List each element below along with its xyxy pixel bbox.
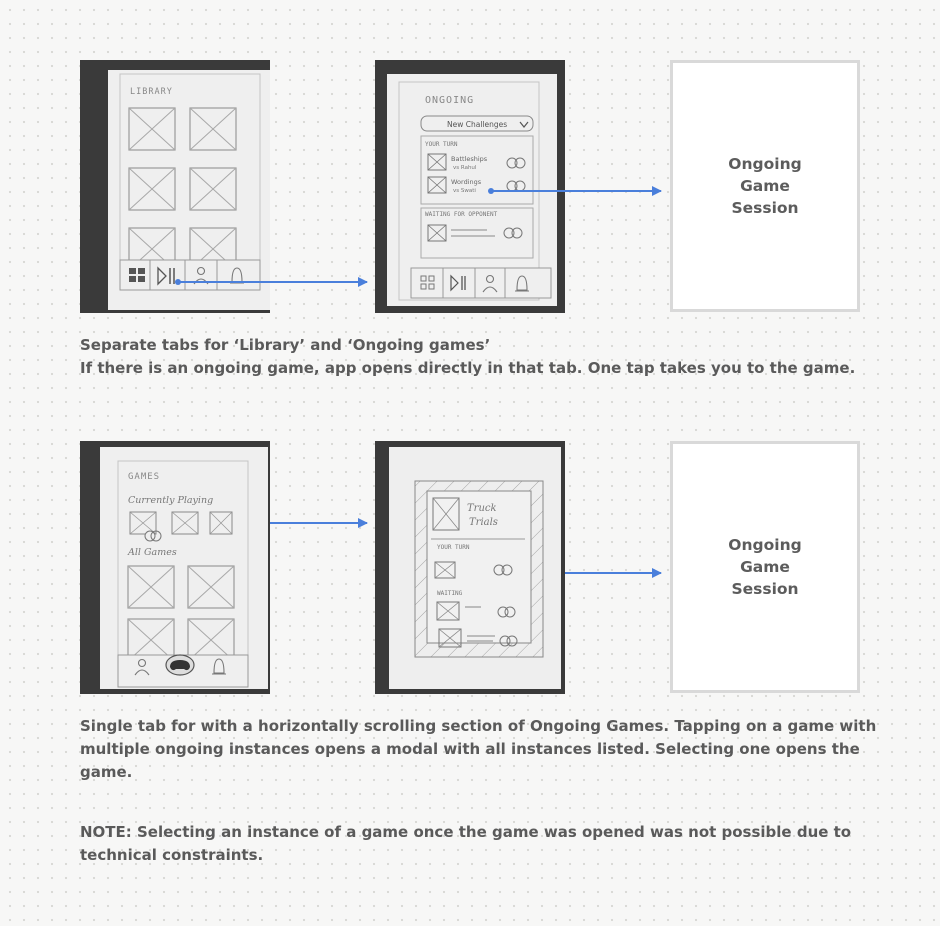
library-title: LIBRARY [130, 87, 173, 97]
all-games-label: All Games [127, 547, 177, 558]
bell-tab-icon [515, 275, 529, 292]
library-tab-icon [129, 268, 145, 282]
ongoing-sketch-photo: ONGOING New Challenges YOUR TURN Battles… [375, 60, 565, 313]
bell-tab-icon [212, 658, 226, 675]
modal-game-title-line1: Truck [467, 503, 497, 514]
games-sketch-photo: GAMES Currently Playing All Games [80, 441, 270, 694]
caption-row2: Single tab for with a horizontally scrol… [80, 717, 877, 781]
library-sketch-photo: LIBRARY [80, 60, 270, 313]
games-title: GAMES [128, 472, 160, 482]
caption-row1-line2: If there is an ongoing game, app opens d… [80, 359, 856, 377]
game2-name: Wordings [451, 178, 482, 186]
bell-tab-icon [230, 267, 244, 284]
currently-playing-label: Currently Playing [128, 495, 213, 506]
caption-row1: Separate tabs for ‘Library’ and ‘Ongoing… [80, 334, 880, 380]
chevron-down-icon [519, 121, 529, 128]
game1-opponent: vs Rahul [453, 165, 477, 171]
library-tab-icon [420, 275, 435, 290]
profile-tab-icon [482, 274, 498, 293]
game2-opponent: vs Swati [453, 188, 476, 194]
ongoing-game-session-box: Ongoing Game Session [670, 60, 860, 312]
game1-name: Battleships [451, 155, 488, 163]
session-label: Ongoing Game Session [728, 536, 802, 598]
ongoing-game-session-box: Ongoing Game Session [670, 441, 860, 693]
your-turn-label: YOUR TURN [437, 544, 470, 551]
session-label: Ongoing Game Session [728, 155, 802, 217]
ongoing-title: ONGOING [425, 95, 474, 106]
ongoing-tab-icon [450, 274, 466, 292]
caption-row1-line1: Separate tabs for ‘Library’ and ‘Ongoing… [80, 336, 491, 354]
ongoing-tab-icon [157, 266, 175, 286]
modal-sketch-photo: Truck Trials YOUR TURN WAITING [375, 441, 565, 694]
waiting-label: WAITING [437, 590, 463, 597]
gamepad-icon [170, 660, 190, 671]
profile-tab-icon [134, 658, 150, 676]
modal-game-title-line2: Trials [469, 517, 498, 528]
note: NOTE: Selecting an instance of a game on… [80, 823, 852, 864]
new-challenges-dropdown: New Challenges [447, 120, 507, 129]
waiting-label: WAITING FOR OPPONENT [425, 211, 498, 218]
your-turn-label: YOUR TURN [425, 141, 458, 148]
